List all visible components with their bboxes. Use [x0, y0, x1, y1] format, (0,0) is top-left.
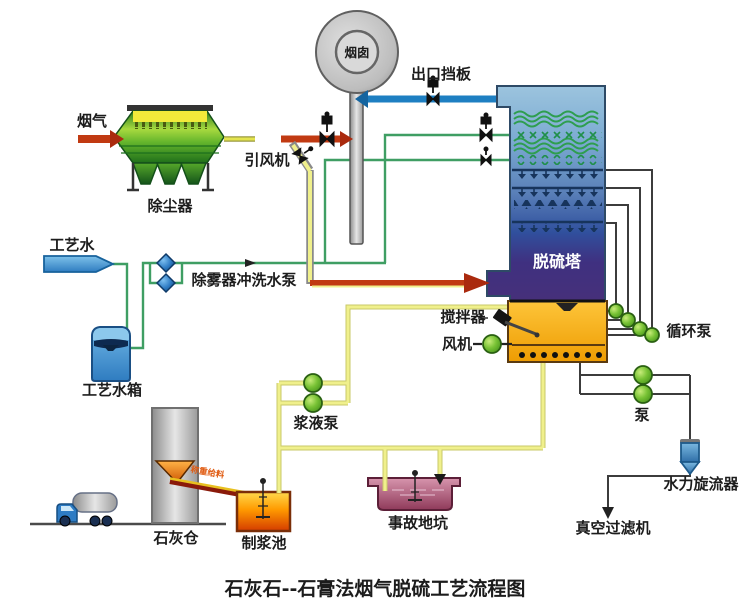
process-water-tank-body [91, 326, 131, 382]
dust-collector [113, 105, 225, 192]
flush-nozzle-row [514, 129, 602, 139]
slurry-pump-label: 浆液泵 [293, 414, 338, 432]
to-chimney-arrow [340, 131, 353, 147]
esp-hopper [131, 162, 160, 185]
outlet-damper-label: 出口挡板 [411, 65, 472, 83]
esp-hopper [155, 162, 184, 185]
demister-flush-valve-upper [479, 112, 493, 143]
delivery-truck [56, 492, 118, 527]
weighing-feeder-conveyor [169, 477, 247, 498]
lime-silo-label: 石灰仓 [152, 529, 199, 547]
slurry-feed-pumps [303, 373, 323, 413]
pit-level-marks [392, 489, 444, 496]
pump-label: 泵 [634, 406, 649, 424]
slurry-pump [303, 393, 323, 413]
outlet-damper-valve [426, 75, 440, 107]
mist-eliminator-layers [513, 110, 599, 155]
gypsum-pump [633, 384, 653, 404]
circulation-pump-label: 循环泵 [666, 322, 711, 340]
diagram-title: 石灰石--石膏法烟气脱硫工艺流程图 [224, 577, 526, 600]
truck-wheel [59, 515, 71, 527]
demister-flush-pump-1 [155, 252, 177, 274]
spray-levels [512, 168, 603, 232]
absorber-inlet-arrow [464, 273, 490, 293]
flue-gas-inlet-arrow [110, 130, 124, 148]
circulation-pump [608, 303, 624, 319]
absorber-tower [486, 85, 608, 363]
bypass-valve [291, 146, 314, 165]
truck-wheel [89, 515, 101, 527]
slurry-prep-tank-label: 制浆池 [241, 534, 286, 552]
absorber-label: 脱硫塔 [533, 252, 582, 271]
id-fan-label: 引风机 [244, 151, 289, 169]
chimney-label: 烟囱 [344, 45, 369, 60]
emergency-pit-basin [367, 477, 461, 511]
esp-legs [127, 163, 214, 192]
pit-inlet-arrow [434, 474, 446, 485]
gypsum-pump [633, 365, 653, 385]
emergency-pit-label: 事故地坑 [388, 514, 448, 532]
gas-duct-damper-valve [319, 111, 335, 148]
flue-gas-label: 烟气 [77, 112, 107, 130]
demister-flush-pump-2 [155, 272, 177, 294]
chimney [315, 10, 399, 245]
absorber-inlet-duct [288, 140, 466, 288]
process-water-supply-arrow [43, 255, 116, 273]
silo-funnel [154, 460, 196, 485]
dust-collector-label: 除尘器 [147, 197, 193, 215]
aeration-nozzles [516, 349, 602, 358]
oxidation-fan-label: 风机 [442, 335, 472, 353]
pool-agitator [256, 478, 270, 519]
pit-agitator [408, 470, 422, 502]
process-water-pipes [113, 133, 516, 350]
hydrocyclone-body [679, 439, 701, 476]
gypsum-discharge-pumps [633, 365, 653, 404]
demister-flush-pump-label: 除雾器冲洗水泵 [191, 271, 296, 289]
circulation-pump [620, 312, 636, 328]
surface-funnel [556, 303, 578, 311]
demister-flush-valve-lower [480, 146, 492, 167]
circulation-pump [644, 327, 660, 343]
vacuum-filter-label: 真空过滤机 [575, 519, 650, 537]
process-water-label: 工艺水 [49, 236, 95, 254]
oxidation-fan [473, 334, 512, 354]
flush-nozzle-row [514, 155, 602, 165]
flush-line-flow-arrow [245, 259, 256, 267]
hydrocyclone-label: 水力旋流器 [663, 475, 739, 493]
esp-hopper [179, 162, 208, 185]
process-water-tank-label: 工艺水箱 [82, 381, 142, 399]
clean-gas-arrow [355, 90, 368, 108]
absorber-agitator [478, 308, 540, 338]
slurry-pump [303, 373, 323, 393]
lime-silo [151, 407, 199, 524]
vacuum-filter-arrow [602, 507, 614, 519]
agitator-label: 搅拌器 [440, 308, 486, 326]
circulation-pumps [608, 303, 660, 343]
truck-wheel [101, 515, 113, 527]
